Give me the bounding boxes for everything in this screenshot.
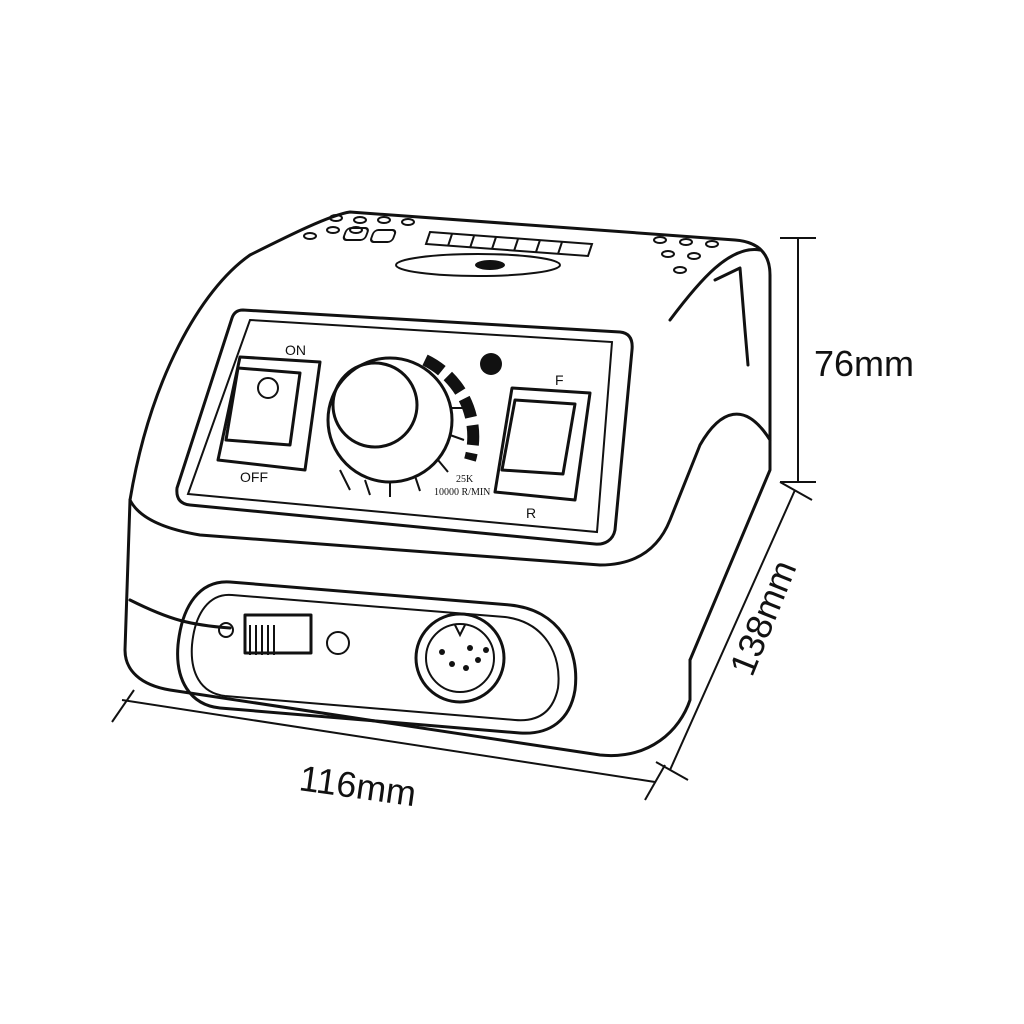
front-port-panel-inner <box>190 593 560 722</box>
device-top-shell <box>128 210 772 502</box>
depth-dimension-line <box>655 481 813 781</box>
side-holder-clip <box>713 266 750 367</box>
switch-grip <box>249 625 275 655</box>
top-vent-slots <box>424 230 594 258</box>
device-front-body <box>123 498 692 758</box>
speed-scale-arc <box>422 354 480 462</box>
height-dimension-line <box>780 237 816 483</box>
control-panel-outer <box>175 308 634 546</box>
device-front-upper-edge <box>128 598 232 630</box>
front-port-panel-outer <box>176 580 578 735</box>
voltage-selector-switch[interactable] <box>243 613 313 655</box>
control-panel-inner <box>186 318 614 534</box>
socket-key <box>454 624 466 638</box>
power-indicator-icon <box>257 377 279 399</box>
socket-pins <box>439 645 489 671</box>
logo-badge <box>395 253 561 277</box>
direction-forward-label: F <box>555 372 564 388</box>
fuse-icon <box>218 622 234 638</box>
handpiece-socket[interactable] <box>414 612 506 704</box>
direction-reverse-label: R <box>526 505 536 521</box>
device-side-edge <box>668 248 762 322</box>
direction-switch-rocker[interactable] <box>500 398 577 476</box>
power-switch-rocker[interactable] <box>224 366 302 447</box>
device-shoulder-line <box>128 412 772 567</box>
power-switch-housing <box>216 355 322 472</box>
power-on-label: ON <box>285 342 306 358</box>
width-dimension-label: 116mm <box>297 757 419 814</box>
speed-knob[interactable] <box>326 356 466 497</box>
spec-line-2: 10000 R/MIN <box>434 487 490 498</box>
device-side-lower <box>688 438 772 662</box>
socket-inner-ring <box>425 623 495 693</box>
indicator-light <box>326 631 350 655</box>
direction-switch-housing <box>493 386 592 502</box>
power-off-label: OFF <box>240 469 268 485</box>
height-dimension-label: 76mm <box>814 343 914 384</box>
logo-mark <box>475 260 505 270</box>
status-led-icon <box>480 353 502 375</box>
spec-line-1: 25K <box>456 474 474 485</box>
width-dimension-line <box>111 689 666 801</box>
top-holes <box>303 214 719 274</box>
depth-dimension-label: 138mm <box>721 554 804 681</box>
